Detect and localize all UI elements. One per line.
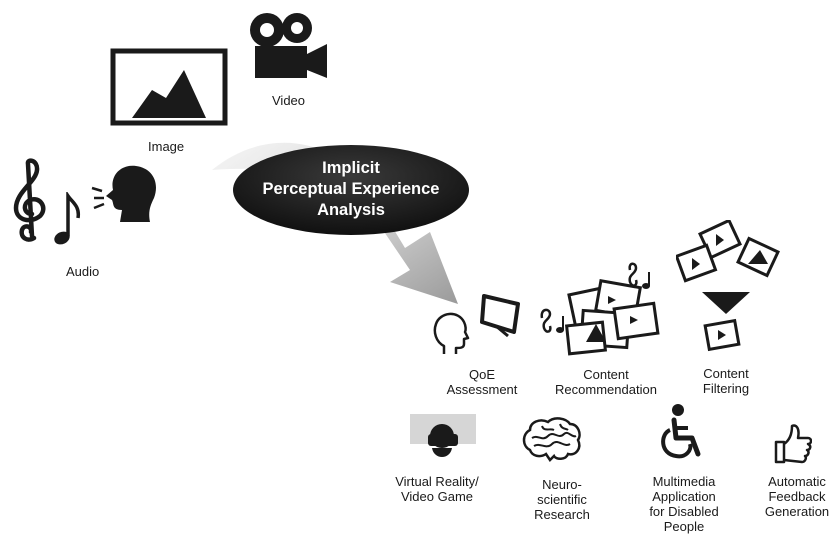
video-camera-icon	[250, 13, 327, 78]
disabled-line-2: Application	[652, 489, 716, 504]
audio-label: Audio	[66, 264, 99, 279]
central-line-2: Perceptual Experience	[262, 180, 440, 198]
disabled-label: Multimedia Application for Disabled Peop…	[638, 474, 730, 534]
funnel-icon	[702, 292, 750, 314]
filtering-line-2: Filtering	[702, 381, 750, 396]
neuro-line-1: Neuro-	[542, 477, 582, 492]
central-ellipse	[233, 145, 469, 235]
neuro-line-2: scientific	[537, 492, 587, 507]
filtering-label: Content Filtering	[686, 366, 766, 396]
disabled-line-3: for Disabled	[649, 504, 719, 519]
qoe-label: QoE Assessment	[432, 367, 532, 397]
qoe-line-2: Assessment	[446, 382, 518, 397]
central-node-label: Implicit Perceptual Experience Analysis	[236, 158, 466, 221]
filtered-frame-icon	[703, 318, 741, 352]
recommendation-label: Content Recommendation	[546, 367, 666, 397]
treble-clef-icon	[13, 158, 46, 242]
disabled-line-4: People	[663, 519, 705, 534]
recommendation-line-2: Recommendation	[555, 382, 657, 397]
image-frame-icon	[110, 48, 228, 126]
image-label-text: Image	[148, 139, 185, 154]
vr-label: Virtual Reality/ Video Game	[382, 474, 492, 504]
vr-headset-icon	[410, 414, 476, 457]
brain-icon	[522, 417, 581, 462]
speaking-head-icon	[91, 165, 156, 222]
feedback-line-2: Feedback	[768, 489, 826, 504]
neuro-label: Neuro- scientific Research	[522, 477, 602, 522]
film-frames-icon	[676, 220, 780, 283]
feedback-label: Automatic Feedback Generation	[758, 474, 836, 519]
audio-label-text: Audio	[66, 264, 100, 279]
vr-line-2: Video Game	[400, 489, 474, 504]
neuro-line-3: Research	[534, 507, 590, 522]
feedback-line-3: Generation	[764, 504, 830, 519]
qoe-line-1: QoE	[468, 367, 495, 382]
image-label: Image	[148, 139, 184, 154]
head-outline-icon	[433, 312, 470, 354]
media-collage-icon	[540, 262, 660, 356]
filtering-line-1: Content	[703, 366, 749, 381]
video-label-text: Video	[272, 93, 306, 108]
thumbs-up-icon	[774, 424, 812, 464]
disabled-line-1: Multimedia	[652, 474, 716, 489]
music-note-icon	[54, 192, 81, 245]
central-line-1: Implicit	[322, 159, 380, 177]
feedback-line-1: Automatic	[768, 474, 826, 489]
video-label: Video	[272, 93, 305, 108]
monitor-icon	[480, 294, 520, 338]
wheelchair-icon	[661, 404, 701, 459]
vr-line-1: Virtual Reality/	[395, 474, 479, 489]
recommendation-line-1: Content	[583, 367, 629, 382]
central-line-3: Analysis	[317, 201, 385, 219]
